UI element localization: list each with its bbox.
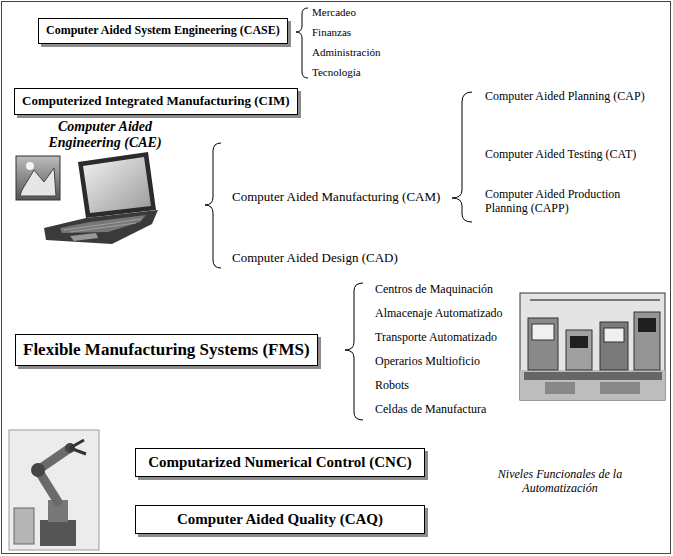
robot-picture	[14, 508, 34, 544]
level-box: Computer Aided Quality (CAQ)	[135, 505, 425, 534]
fms-picture	[532, 324, 554, 340]
level-title: Computer Aided Quality (CAQ)	[143, 511, 417, 528]
laptop-picture	[70, 233, 98, 241]
laptop-picture	[26, 162, 34, 170]
level-box: Computer Aided System Engineering (CASE)	[38, 18, 288, 44]
laptop-picture	[83, 157, 151, 213]
level-item: Mercadeo	[312, 6, 356, 19]
level-item: Administración	[312, 46, 380, 59]
robot-picture	[40, 520, 76, 546]
fms-picture	[600, 382, 640, 394]
robot-picture	[70, 440, 86, 454]
laptop-picture	[20, 168, 56, 196]
level-item: Tecnología	[312, 66, 361, 79]
level-title: Computer Aided System Engineering (CASE)	[46, 24, 280, 38]
laptop-picture	[70, 223, 136, 232]
level-item: Robots	[375, 379, 409, 393]
fms-picture	[570, 336, 588, 348]
fms-picture	[545, 382, 575, 394]
level-item: Computer Aided Production Planning (CAPP…	[485, 188, 657, 216]
robot-picture	[9, 430, 99, 550]
fms-picture	[634, 312, 660, 370]
fms-picture	[604, 328, 624, 342]
level-item: Computer Aided Testing (CAT)	[485, 148, 636, 162]
fms-picture	[638, 318, 656, 332]
fms-picture	[520, 293, 665, 400]
level-item: Computer Aided Engineering (CAE)	[30, 119, 180, 151]
bracket	[296, 8, 308, 78]
level-item: Operarios Multioficio	[375, 355, 480, 369]
bracket	[345, 283, 363, 420]
laptop-picture	[60, 215, 146, 233]
bracket	[205, 143, 221, 268]
level-item: Computer Aided Design (CAD)	[232, 251, 398, 266]
fms-picture	[566, 330, 592, 370]
laptop-picture	[78, 152, 156, 218]
laptop-picture	[16, 152, 158, 244]
fms-picture	[520, 293, 665, 400]
bracket	[452, 92, 472, 222]
level-item: Finanzas	[312, 26, 351, 39]
level-item: Computer Aided Manufacturing (CAM)	[232, 190, 440, 205]
fms-picture	[520, 370, 665, 400]
fms-picture	[524, 372, 662, 380]
laptop-picture	[16, 156, 60, 200]
level-title: Flexible Manufacturing Systems (FMS)	[23, 340, 310, 360]
level-item: Celdas de Manufactura	[375, 403, 486, 417]
fms-picture	[528, 318, 558, 370]
fms-picture	[600, 322, 628, 370]
level-box: Computarized Numerical Control (CNC)	[135, 448, 425, 477]
level-item: Almacenaje Automatizado	[375, 307, 503, 321]
level-title: Computerized Integrated Manufacturing (C…	[22, 94, 290, 109]
robot-picture	[31, 463, 45, 477]
level-item: Centros de Maquinación	[375, 283, 493, 297]
robot-picture	[9, 430, 99, 550]
level-item: Computer Aided Planning (CAP)	[485, 90, 645, 104]
level-title: Computarized Numerical Control (CNC)	[143, 454, 417, 471]
laptop-picture	[64, 219, 142, 230]
level-item: Transporte Automatizado	[375, 331, 497, 345]
figure-caption: Niveles Funcionales de la Automatización	[470, 468, 650, 496]
fms-picture	[530, 299, 660, 301]
level-box: Flexible Manufacturing Systems (FMS)	[15, 334, 318, 366]
laptop-picture	[44, 210, 158, 244]
level-box: Computerized Integrated Manufacturing (C…	[14, 88, 298, 115]
